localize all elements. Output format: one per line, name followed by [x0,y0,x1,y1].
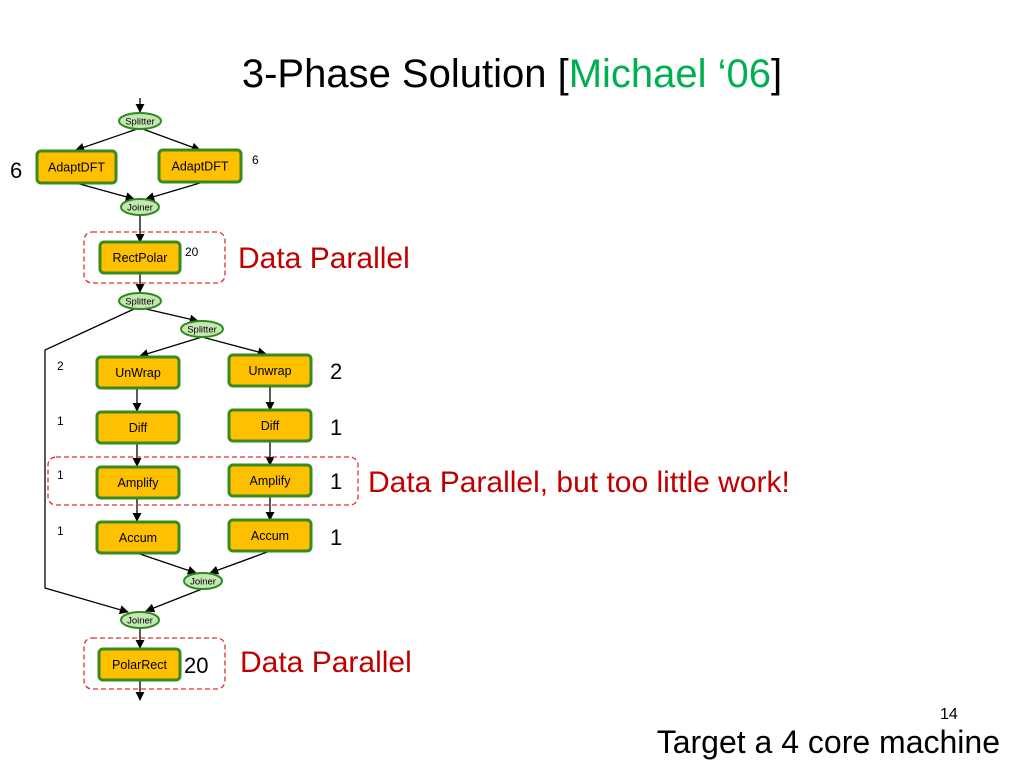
weight-accum-right: 1 [330,525,342,550]
joiner-bottom-label: Joiner [127,616,153,627]
edge-inner-unwrap-right [201,336,267,357]
filter-accum-left: Accum [95,520,181,555]
filter-accum-right: Accum [227,518,313,553]
filter-amplify-left: Amplify [95,465,181,500]
weight-accum-left: 1 [57,524,64,538]
edge-inner-unwrap-left [139,336,203,358]
weight-unwrap-left: 2 [57,359,64,373]
filter-amplify-left-label: Amplify [118,476,160,490]
filter-adaptdft-right: AdaptDFT [157,148,243,184]
filter-accum-right-label: Accum [251,529,289,543]
title-main: 3-Phase Solution [ [241,52,569,96]
edge-adaptdft-left-joiner [75,182,135,202]
footer-text: Target a 4 core machine [656,724,1000,760]
splitter-mid-label: Splitter [125,297,155,308]
title-citation: Michael ‘06 [568,52,772,96]
edge-split-adaptdft-right [139,127,201,152]
filter-diff-right: Diff [227,408,313,443]
weight-adaptdft-right: 6 [252,153,259,167]
splitter-top: Splitter [118,112,162,130]
weight-amplify-left: 1 [57,468,64,482]
edge-accum-joiner-left [136,552,197,575]
filter-unwrap-left: UnWrap [95,355,181,390]
edge-adaptdft-right-joiner [145,182,201,202]
filter-amplify-right-label: Amplify [250,474,292,488]
weight-diff-right: 1 [330,415,342,440]
edges [44,98,275,701]
page-number: 14 [940,706,958,723]
filter-unwrap-left-label: UnWrap [115,366,161,380]
weight-amplify-right: 1 [330,469,342,494]
annotation-polarrect: Data Parallel [240,646,412,679]
weight-adaptdft-left: 6 [10,158,22,183]
title-close: ] [771,52,783,96]
edge-splitter-inner [145,308,199,324]
filter-polarrect: PolarRect [97,647,182,682]
joiner-bottom: Joiner [120,611,160,629]
joiner-inner-label: Joiner [190,577,216,588]
data-parallel-group-polarrect [83,637,226,690]
splitter-inner: Splitter [180,320,224,338]
data-parallel-group-amplify [47,456,359,506]
filter-diff-left: Diff [95,410,181,445]
filter-polarrect-label: PolarRect [112,658,167,672]
weight-diff-left: 1 [57,414,64,428]
filter-diff-left-label: Diff [129,421,148,435]
filter-amplify-right: Amplify [227,463,313,498]
filter-unwrap-right-label: Unwrap [248,364,291,378]
filter-adaptdft-right-label: AdaptDFT [172,160,229,174]
filter-diff-right-label: Diff [261,419,280,433]
edge-accum-joiner-right [209,550,271,575]
joiner-inner: Joiner [183,572,223,590]
filter-unwrap-right: Unwrap [227,353,313,388]
joiner-top-label: Joiner [127,203,153,214]
filter-accum-left-label: Accum [119,531,157,545]
edge-split-adaptdft-left [75,127,141,152]
weight-polarrect: 20 [184,653,208,678]
splitter-mid: Splitter [118,292,162,310]
weight-rectpolar: 20 [185,245,199,259]
filter-rectpolar: RectPolar [98,240,182,275]
weight-unwrap-right: 2 [330,359,342,384]
filter-adaptdft-left-label: AdaptDFT [48,161,105,175]
splitter-inner-label: Splitter [187,325,217,336]
filter-adaptdft-left: AdaptDFT [35,149,118,185]
annotation-amplify: Data Parallel, but too little work! [368,466,790,499]
filter-rectpolar-label: RectPolar [113,251,168,265]
edge-inner-joiner-bottom [145,588,203,613]
edge-bypass [44,308,135,615]
annotation-rectpolar: Data Parallel [238,242,410,275]
splitter-top-label: Splitter [125,117,155,128]
data-parallel-group-rectpolar [83,231,226,284]
slide-title: 3-Phase Solution [Michael ‘06] [0,46,1024,102]
joiner-top: Joiner [120,198,160,216]
